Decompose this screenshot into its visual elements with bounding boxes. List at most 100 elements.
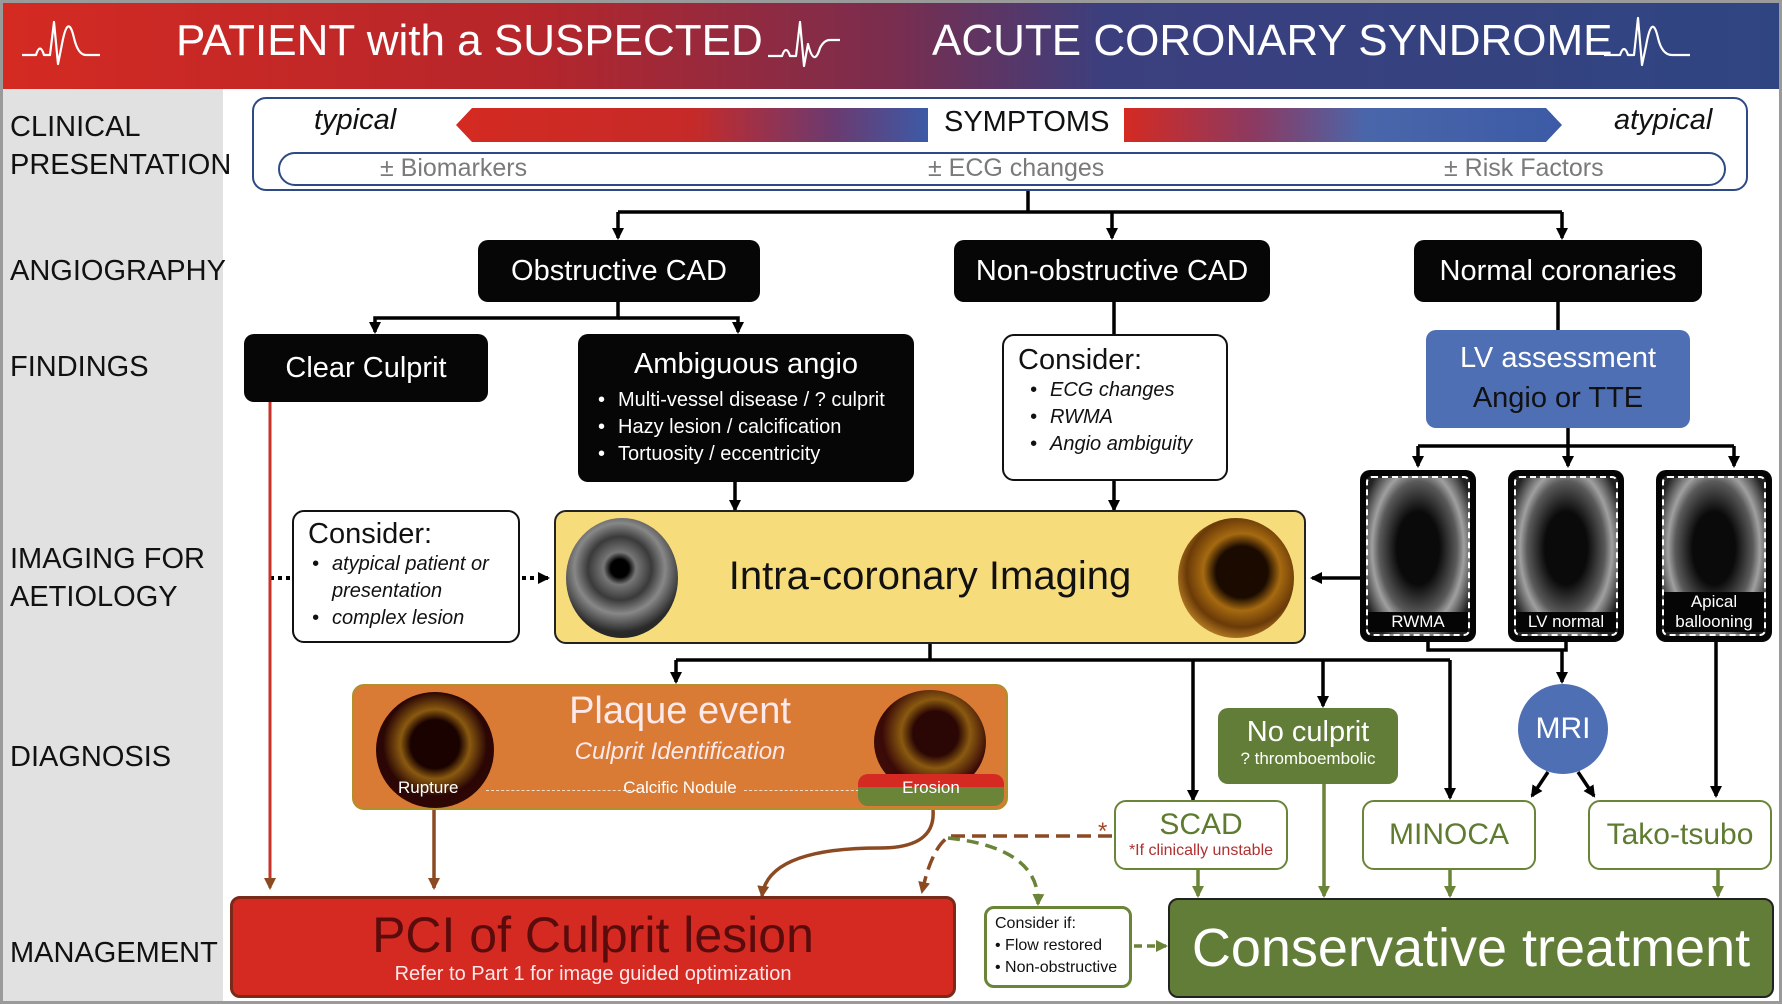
typical-label: typical	[314, 104, 397, 136]
consider-title: Consider:	[1018, 344, 1143, 376]
minoca-box: MINOCA	[1362, 800, 1536, 870]
connector	[757, 809, 935, 898]
dotted-divider	[744, 790, 864, 791]
ecg-trace-icon	[1604, 16, 1690, 67]
atypical-label: atypical	[1614, 104, 1713, 136]
list-item: ECG changes	[1026, 377, 1212, 404]
dotted-divider	[486, 790, 636, 791]
header-title-right: ACUTE CORONARY SYNDROME	[932, 16, 1613, 65]
pci-box: PCI of Culprit lesion Refer to Part 1 fo…	[230, 896, 956, 998]
echo-image-apical-ballooning: Apical ballooning	[1656, 470, 1772, 642]
echo-image-lv-normal: LV normal	[1508, 470, 1624, 642]
list-item: Hazy lesion / calcification	[594, 414, 885, 441]
list-item: Tortuosity / eccentricity	[594, 441, 885, 468]
symptoms-arrow-left	[456, 108, 928, 142]
lv-assessment-title: LV assessment	[1459, 342, 1657, 374]
dashed-connector	[918, 834, 1112, 894]
risk-factors-label: ± Risk Factors	[1444, 154, 1604, 182]
connector	[1530, 771, 1550, 798]
list-item: • Flow restored	[995, 937, 1102, 954]
intracoronary-imaging-title: Intra-coronary Imaging	[728, 554, 1132, 598]
obstructive-cad-box: Obstructive CAD	[478, 240, 760, 302]
mri-circle: MRI	[1518, 684, 1608, 774]
list-item-text: Non-obstructive	[1005, 959, 1118, 976]
secondary-criteria-box	[278, 152, 1726, 186]
rupture-label: Rupture	[398, 778, 459, 797]
no-culprit-box: No culprit ? thromboembolic	[1218, 708, 1398, 784]
row-label-line: PRESENTATION	[10, 149, 232, 181]
ambiguous-angio-box: Ambiguous angio Multi-vessel disease / ?…	[578, 334, 914, 482]
row-label-clinical-presentation: CLINICAL PRESENTATION	[10, 108, 231, 184]
intracoronary-imaging-box: Intra-coronary Imaging	[554, 510, 1306, 644]
connector	[369, 302, 620, 334]
clear-culprit-box: Clear Culprit	[244, 334, 488, 402]
list-item-text: Flow restored	[1005, 937, 1102, 954]
scad-title: SCAD	[1159, 808, 1243, 841]
consider-if-title: Consider if:	[995, 915, 1076, 932]
calcific-nodule-label: Calcific Nodule	[623, 778, 737, 797]
lv-assessment-box: LV assessment Angio or TTE	[1426, 330, 1690, 428]
normal-coronaries-box: Normal coronaries	[1414, 240, 1702, 302]
lv-assessment-subtitle: Angio or TTE	[1472, 382, 1644, 414]
echo-image-rwma: RWMA	[1360, 470, 1476, 642]
scad-note: *If clinically unstable	[1128, 842, 1274, 859]
row-label-angiography: ANGIOGRAPHY	[10, 255, 226, 287]
list-item: RWMA	[1026, 404, 1212, 431]
plaque-event-title: Plaque event	[569, 690, 791, 732]
header-banner	[3, 3, 1779, 89]
no-culprit-title: No culprit	[1246, 716, 1370, 748]
erosion-band	[858, 774, 1004, 806]
conservative-treatment-box: Conservative treatment	[1168, 898, 1774, 998]
row-label-line: IMAGING FOR	[10, 543, 205, 575]
row-label-imaging: IMAGING FOR AETIOLOGY	[10, 540, 205, 616]
consider-if-box: Consider if: • Flow restored • Non-obstr…	[984, 906, 1132, 988]
no-culprit-subtitle: ? thromboembolic	[1240, 749, 1376, 768]
symptoms-arrow-right	[1124, 108, 1562, 142]
plaque-event-subtitle: Culprit Identification	[574, 738, 786, 765]
echo-caption: RWMA	[1368, 612, 1468, 632]
echo-caption: LV normal	[1516, 612, 1616, 632]
connector	[1576, 771, 1596, 798]
list-item: • Non-obstructive	[995, 959, 1118, 976]
consider-title: Consider:	[308, 518, 433, 550]
ambiguous-angio-list: Multi-vessel disease / ? culprit Hazy le…	[594, 387, 885, 468]
list-item: complex lesion	[308, 605, 504, 632]
scad-asterisk: *	[1098, 818, 1108, 845]
plaque-event-box: Rupture Plaque event Culprit Identificat…	[352, 684, 1008, 810]
erosion-label: Erosion	[902, 778, 960, 797]
pci-subtitle: Refer to Part 1 for image guided optimiz…	[394, 963, 792, 985]
header-title-left: PATIENT with a SUSPECTED	[176, 16, 763, 65]
ecg-trace-icon	[768, 20, 840, 68]
list-item: Angio ambiguity	[1026, 431, 1212, 458]
ivus-image	[566, 518, 678, 638]
consider-list: atypical patient or presentation complex…	[308, 551, 504, 632]
list-item: Multi-vessel disease / ? culprit	[594, 387, 885, 414]
connector	[618, 316, 744, 334]
connector	[1426, 640, 1568, 652]
non-obstructive-cad-box: Non-obstructive CAD	[954, 240, 1270, 302]
biomarkers-label: ± Biomarkers	[380, 154, 528, 182]
row-label-findings: FINDINGS	[10, 351, 149, 383]
row-label-line: AETIOLOGY	[10, 581, 178, 613]
consider-nonobstructive-box: Consider: ECG changes RWMA Angio ambigui…	[1002, 334, 1228, 481]
takotsubo-box: Tako-tsubo	[1588, 800, 1772, 870]
row-label-diagnosis: DIAGNOSIS	[10, 741, 172, 773]
echo-caption: Apical ballooning	[1664, 592, 1764, 632]
oct-image	[1178, 518, 1294, 638]
rupture-oct-image	[376, 692, 494, 808]
ecg-changes-label: ± ECG changes	[928, 154, 1105, 182]
dashed-connector	[947, 836, 1045, 906]
ecg-trace-icon	[22, 20, 100, 66]
row-label-line: CLINICAL	[10, 111, 141, 143]
row-label-management: MANAGEMENT	[10, 937, 218, 969]
consider-list: ECG changes RWMA Angio ambiguity	[1026, 377, 1212, 458]
consider-atypical-box: Consider: atypical patient or presentati…	[292, 510, 520, 643]
header-ecg-icons	[22, 16, 1690, 68]
symptoms-label: SYMPTOMS	[944, 106, 1110, 138]
ambiguous-angio-title: Ambiguous angio	[633, 348, 859, 380]
scad-box: SCAD *If clinically unstable	[1114, 800, 1288, 870]
list-item: atypical patient or presentation	[308, 551, 504, 605]
pci-title: PCI of Culprit lesion	[372, 907, 814, 963]
